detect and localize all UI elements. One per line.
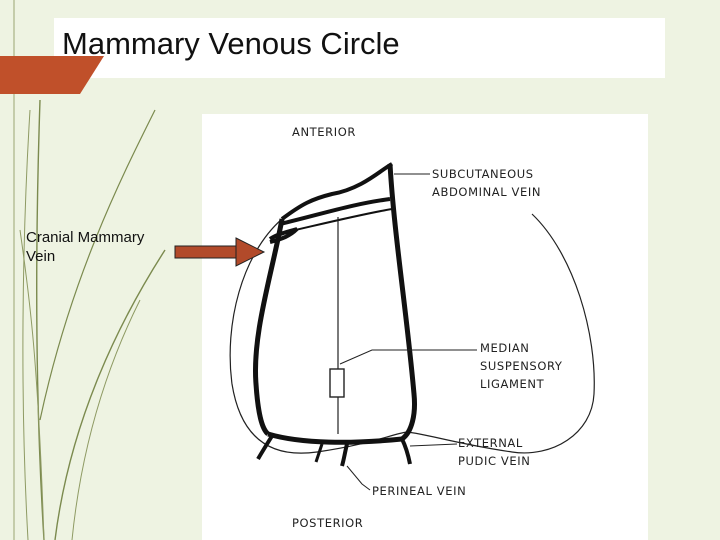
slide: Mammary Venous Circle Cranial Mammary Ve… bbox=[0, 0, 720, 540]
callout-arrow bbox=[0, 0, 720, 540]
